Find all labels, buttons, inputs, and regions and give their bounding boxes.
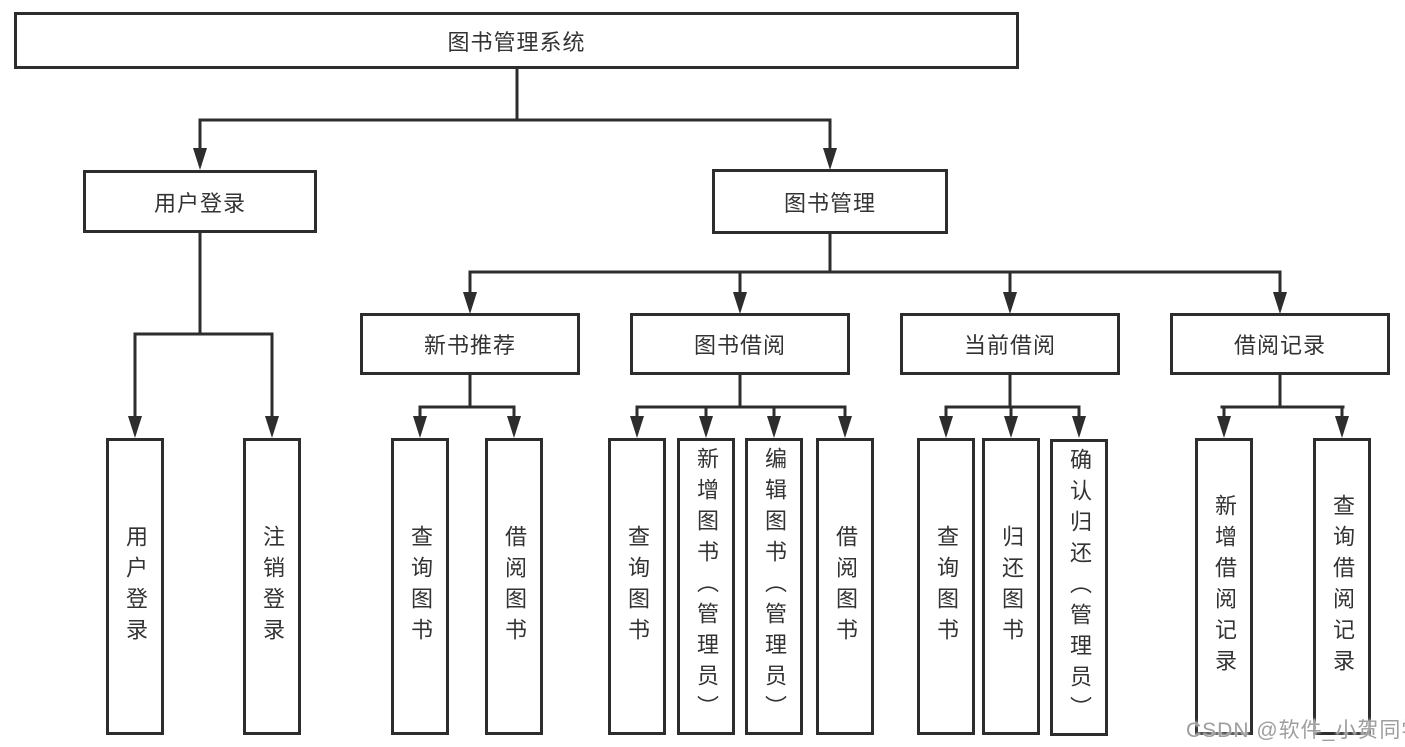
node-label: 当前借阅: [963, 333, 1056, 358]
node-label: 用户登录: [123, 524, 148, 649]
node-label: 用户登录: [153, 190, 246, 216]
leaf-newbook-borrow: 借阅图书: [485, 438, 543, 735]
node-root: 图书管理系统: [14, 12, 1019, 69]
node-label: 查询图书: [625, 524, 650, 649]
node-label: 借阅图书: [502, 524, 527, 649]
node-label: 图书借阅: [693, 333, 786, 358]
leaf-borrow-query: 查询图书: [608, 438, 666, 735]
node-label: 查询图书: [408, 524, 433, 649]
node-new-book-recommend: 新书推荐: [360, 313, 580, 375]
node-label: 编辑图书（管理员）: [762, 447, 787, 726]
node-current-borrow: 当前借阅: [900, 313, 1120, 375]
leaf-current-query: 查询图书: [917, 438, 975, 735]
node-label: 新增借阅记录: [1212, 493, 1237, 680]
watermark: CSDN @软件_小贺同学: [1186, 719, 1405, 742]
node-label: 归还图书: [999, 524, 1024, 649]
node-label: 注销登录: [260, 524, 285, 649]
leaf-current-return: 归还图书: [982, 438, 1040, 735]
node-label: 查询借阅记录: [1330, 493, 1355, 680]
leaf-records-add: 新增借阅记录: [1195, 438, 1253, 735]
leaf-records-query: 查询借阅记录: [1313, 438, 1371, 735]
leaf-borrow-add-admin: 新增图书（管理员）: [677, 438, 735, 735]
leaf-logout: 注销登录: [243, 438, 301, 735]
leaf-borrow-edit-admin: 编辑图书（管理员）: [745, 438, 803, 735]
node-book-management: 图书管理: [712, 169, 948, 234]
leaf-newbook-query: 查询图书: [391, 438, 449, 735]
node-label: 新增图书（管理员）: [694, 447, 719, 726]
node-book-borrow: 图书借阅: [630, 313, 850, 375]
node-borrow-records: 借阅记录: [1170, 313, 1390, 375]
node-label: 借阅记录: [1233, 333, 1326, 358]
leaf-user-login: 用户登录: [106, 438, 164, 735]
leaf-borrow-borrow: 借阅图书: [816, 438, 874, 735]
node-label: 图书管理: [783, 190, 876, 216]
leaf-current-confirm-admin: 确认归还（管理员）: [1050, 439, 1108, 736]
node-label: 新书推荐: [423, 333, 516, 358]
node-root-label: 图书管理系统: [447, 29, 586, 55]
node-label: 查询图书: [934, 524, 959, 649]
node-user-login: 用户登录: [83, 170, 317, 233]
node-label: 借阅图书: [833, 524, 858, 649]
node-label: 确认归还（管理员）: [1067, 448, 1092, 727]
